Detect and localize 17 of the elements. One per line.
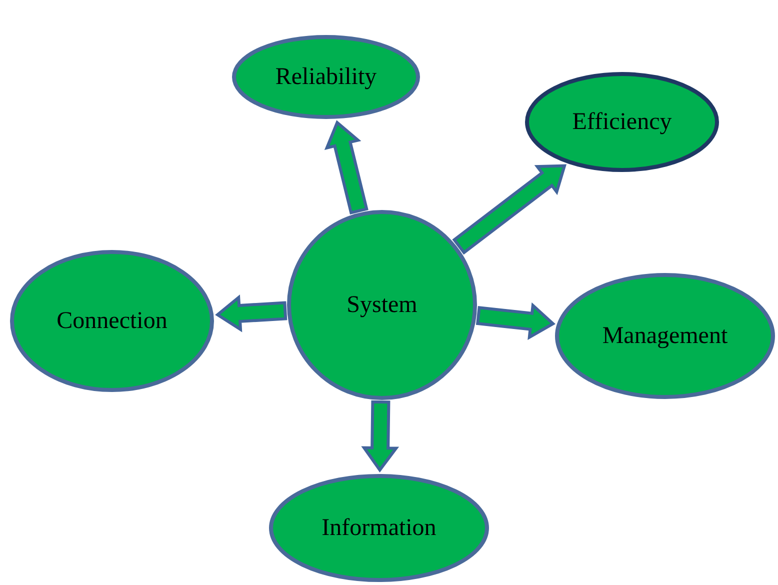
block-arrow [324, 120, 368, 215]
node-label: Efficiency [572, 108, 672, 137]
ellipse-node [525, 72, 719, 172]
block-arrow [215, 294, 288, 332]
node-label: Reliability [275, 63, 377, 92]
block-arrow [361, 400, 400, 473]
node-label: Information [322, 514, 436, 543]
block-arrow [452, 164, 567, 255]
circle-node [287, 210, 477, 400]
node-label: Management [602, 322, 728, 351]
ellipse-node [232, 35, 420, 119]
node-label: System [346, 291, 418, 320]
node-label: Connection [56, 307, 168, 336]
ellipse-node [269, 474, 489, 582]
ellipse-node [10, 250, 214, 392]
ellipse-node [555, 273, 775, 399]
block-arrow [476, 302, 556, 340]
